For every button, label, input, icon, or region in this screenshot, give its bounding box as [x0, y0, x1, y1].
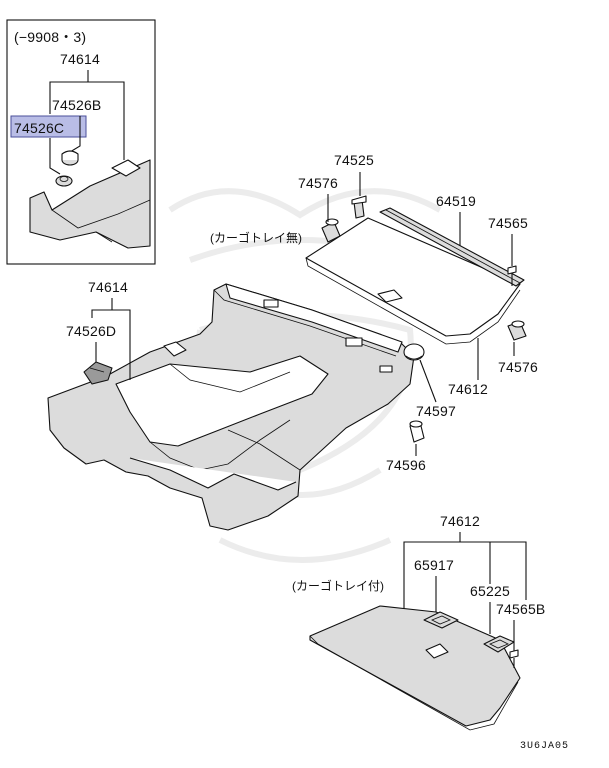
label-74597: 74597 — [416, 403, 456, 419]
lower-label-65917: 65917 — [414, 557, 454, 573]
label-74526D: 74526D — [66, 323, 116, 339]
lower-label-74612: 74612 — [440, 513, 480, 529]
cargo-floor-board-74612 — [305, 217, 521, 345]
weatherstrip-64519 — [379, 207, 525, 287]
inset-callouts — [49, 70, 125, 175]
callouts-lower — [403, 532, 527, 652]
carpet-slot-3 — [379, 365, 393, 373]
inset-clip-seat — [111, 159, 141, 177]
callouts-tray — [327, 172, 515, 456]
label-64519: 64519 — [436, 193, 476, 209]
carpet-bracket — [163, 341, 187, 357]
inset-box: (−9908・3) 74614 74526B 74526C — [6, 19, 156, 265]
cargo-tray-74612 — [309, 605, 521, 731]
carpet-slot-2 — [345, 337, 363, 347]
clip-74526B — [61, 150, 79, 166]
part-65917 — [423, 611, 459, 629]
screw-74565 — [507, 265, 517, 286]
inset-label-74614: 74614 — [60, 51, 100, 67]
callouts-74614 — [91, 298, 131, 380]
inset-date-range: (−9908・3) — [14, 29, 86, 45]
screw-74565B — [509, 649, 519, 668]
inset-label-74526C: 74526C — [14, 120, 64, 136]
clip-74526D — [83, 361, 113, 385]
label-74596: 74596 — [386, 457, 426, 473]
label-74576-right: 74576 — [498, 359, 538, 375]
floor-carpet-74614 — [47, 283, 415, 531]
note-without-cargo-tray: (カーゴトレイ無) — [210, 230, 302, 245]
fastener-74576-right — [507, 320, 527, 341]
lower-label-74565B: 74565B — [496, 601, 545, 617]
inset-carpet-fragment — [29, 159, 151, 249]
clip-74596 — [409, 420, 425, 443]
carpet-slot-1 — [263, 299, 279, 308]
fastener-74576-top — [321, 218, 341, 243]
inset-highlight-74526C — [10, 115, 87, 138]
cap-74597 — [403, 343, 425, 361]
part-65225 — [483, 635, 515, 653]
inset-label-74526B: 74526B — [52, 97, 101, 113]
tray-handle — [425, 643, 449, 659]
inset-frame — [6, 19, 156, 265]
clip-74526C — [55, 175, 73, 187]
label-74614: 74614 — [88, 279, 128, 295]
label-74565: 74565 — [488, 215, 528, 231]
lower-label-65225: 65225 — [470, 583, 510, 599]
diagram-code: 3U6JA05 — [520, 741, 569, 752]
board-handle — [377, 289, 403, 303]
clip-74525 — [351, 195, 367, 219]
note-with-cargo-tray: (カーゴトレイ付) — [292, 578, 384, 593]
label-74612: 74612 — [448, 381, 488, 397]
label-74525: 74525 — [334, 152, 374, 168]
label-74576-top: 74576 — [298, 175, 338, 191]
